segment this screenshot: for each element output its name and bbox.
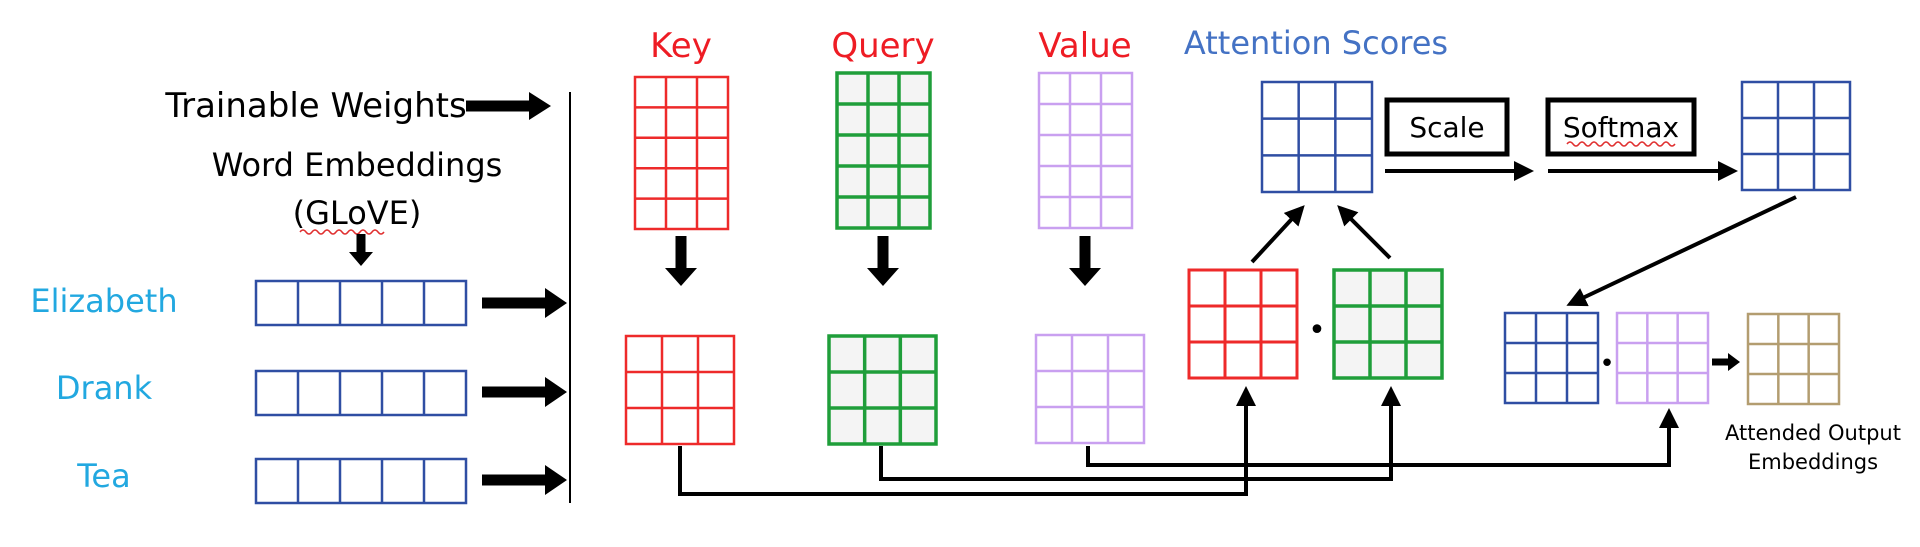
arrow-key-operand-to-scores <box>1250 205 1305 264</box>
word-embeddings-label: Word Embeddings <box>212 146 503 184</box>
word-label-drank: Drank <box>56 369 153 407</box>
spellcheck-squiggle <box>299 229 385 235</box>
attended-embeddings-label: Embeddings <box>1748 450 1878 474</box>
word-label-tea: Tea <box>76 457 130 495</box>
query-weights <box>835 71 932 230</box>
value-title: Value <box>1038 26 1131 66</box>
softmax-output-matrix <box>1740 80 1852 192</box>
arrow-right-icon <box>1712 353 1740 371</box>
arrow-down-icon <box>867 236 899 286</box>
output-matrix <box>1746 312 1841 406</box>
matrices-layer <box>254 71 1852 505</box>
query-operand-matrix <box>1332 268 1444 380</box>
spellcheck-squiggle-softmax <box>1566 141 1676 147</box>
word-label-elizabeth: Elizabeth <box>30 282 177 320</box>
key-title: Key <box>650 26 712 66</box>
query-title: Query <box>831 26 934 66</box>
query-matrix <box>827 334 938 446</box>
arrows-layer <box>349 92 1797 496</box>
arrow-right-icon <box>482 377 567 407</box>
attention-weights-matrix <box>1503 311 1600 405</box>
dot-product-icon: • <box>1308 313 1326 348</box>
arrow-down-icon <box>1069 236 1101 286</box>
arrow-right-icon <box>482 465 567 495</box>
arrow-down-icon <box>349 234 373 266</box>
connector-key-to-dot <box>678 386 1256 496</box>
key-weights <box>633 75 730 231</box>
arrow-right-icon <box>466 92 551 120</box>
value-weights <box>1037 71 1134 230</box>
embedding-row-elizabeth <box>254 279 468 327</box>
scale-label: Scale <box>1409 111 1484 144</box>
dot-product-icon: • <box>1599 349 1614 379</box>
arrow-right-icon <box>482 288 567 318</box>
glove-label: (GLoVE) <box>293 194 422 232</box>
key-operand-matrix <box>1187 268 1299 380</box>
embedding-row-drank <box>254 369 468 417</box>
arrow-query-operand-to-scores <box>1337 205 1392 260</box>
connector-value-to-output <box>1086 408 1679 467</box>
arrow-softmax-to-attention-weights <box>1566 195 1797 307</box>
embedding-row-tea <box>254 457 468 505</box>
attended-output-label: Attended Output <box>1725 421 1901 445</box>
scale-box <box>1384 97 1510 157</box>
key-matrix <box>624 334 736 446</box>
arrow-down-icon <box>665 236 697 286</box>
attention-scores-title: Attention Scores <box>1184 24 1448 62</box>
value-matrix <box>1034 333 1146 445</box>
connector-query-to-dot <box>879 386 1401 481</box>
trainable-weights-label: Trainable Weights <box>164 86 466 126</box>
value-operand-matrix <box>1615 311 1710 405</box>
softmax-label: Softmax <box>1563 111 1679 144</box>
attention-scores-matrix <box>1260 80 1374 194</box>
